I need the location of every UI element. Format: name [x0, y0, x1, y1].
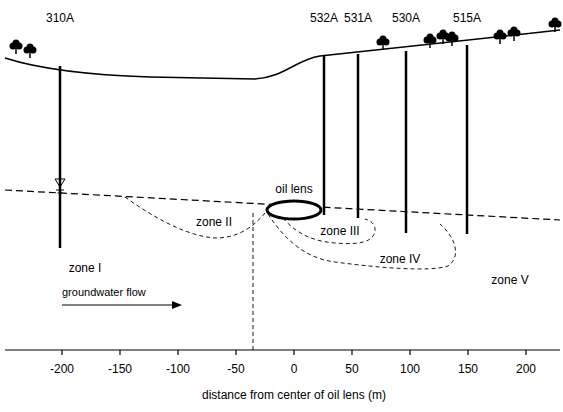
zone-label: zone IV — [378, 253, 423, 265]
tick-label: -50 — [227, 363, 244, 375]
ground-surface — [5, 30, 560, 79]
x-axis — [5, 350, 560, 355]
tick-label: 100 — [400, 363, 420, 375]
well-label: 310A — [46, 12, 74, 24]
well-label: 515A — [453, 12, 481, 24]
tree — [494, 30, 507, 45]
tick-label: 0 — [291, 363, 298, 375]
tick-label: 50 — [345, 363, 358, 375]
tick — [177, 350, 178, 355]
zone-label: zone III — [318, 225, 361, 237]
zone-label: zone V — [491, 274, 528, 286]
water-table-symbol — [55, 179, 65, 193]
axis-title: distance from center of oil lens (m) — [202, 389, 386, 401]
oil-lens — [267, 201, 321, 219]
zone-label: zone I — [69, 262, 102, 274]
tree — [508, 27, 521, 42]
tree — [446, 32, 459, 47]
tick — [235, 350, 236, 355]
tree — [10, 40, 23, 55]
tick — [61, 350, 62, 355]
tick — [119, 350, 120, 355]
tick — [293, 350, 294, 355]
tick-label: 150 — [458, 363, 478, 375]
tick — [351, 350, 352, 355]
well-label: 531A — [344, 12, 372, 24]
tree — [377, 36, 390, 51]
tree — [424, 34, 437, 49]
well-label: 532A — [310, 12, 338, 24]
tick — [525, 350, 526, 355]
flow-arrow — [62, 301, 182, 309]
tree — [24, 44, 37, 59]
tick — [409, 350, 410, 355]
tick-label: -100 — [166, 363, 190, 375]
tree — [549, 18, 562, 33]
tick-label: -200 — [50, 363, 74, 375]
tick-label: -150 — [108, 363, 132, 375]
zone-boundaries — [125, 197, 456, 350]
tick — [467, 350, 468, 355]
tick-label: 200 — [516, 363, 536, 375]
oil-lens-label: oil lens — [275, 183, 312, 195]
well-label: 530A — [392, 12, 420, 24]
flow-label: groundwater flow — [62, 287, 146, 298]
zone-label: zone II — [194, 216, 234, 228]
wells — [60, 45, 467, 248]
